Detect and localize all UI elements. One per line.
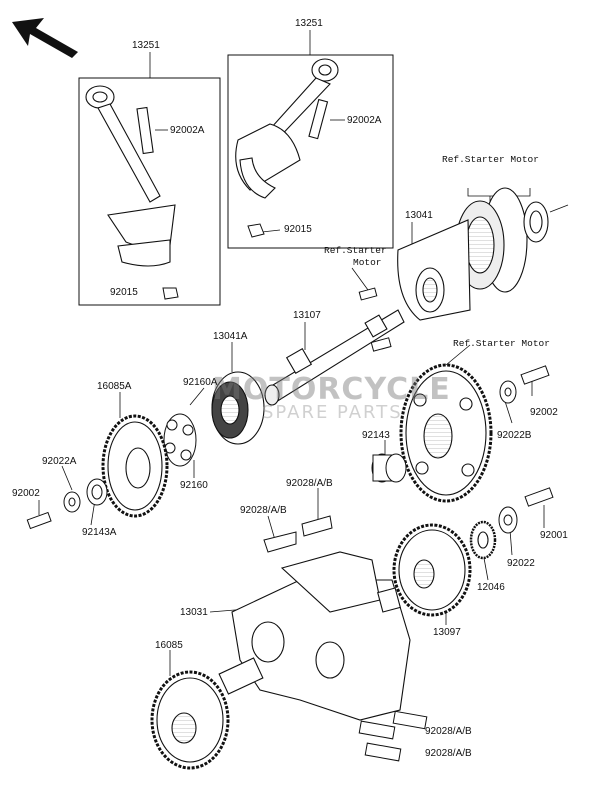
label-92028-bot1: 92028/A/B — [425, 726, 472, 737]
label-92028-mid: 92028/A/B — [240, 505, 287, 516]
label-92022A: 92022A — [42, 456, 77, 467]
label-92022B: 92022B — [497, 430, 532, 441]
label-16085: 16085 — [155, 640, 183, 651]
conrod-right — [235, 58, 339, 199]
bearing-shells — [263, 515, 428, 762]
right-hardware — [498, 365, 554, 534]
starter-bolts — [358, 287, 392, 352]
gear-16085 — [150, 670, 230, 770]
label-92160: 92160 — [180, 480, 208, 491]
label-92143: 92143 — [362, 430, 390, 441]
label-13031: 13031 — [180, 607, 208, 618]
crankshaft-13031 — [218, 551, 411, 721]
gear-12046 — [469, 520, 497, 560]
watermark-line1: MOTORCYCLE — [212, 372, 451, 407]
label-92002A-right: 92002A — [347, 115, 382, 126]
label-12046: 12046 — [477, 582, 505, 593]
label-ref-starter-motor-top: Ref.Starter Motor — [442, 154, 539, 165]
starter-gear — [399, 363, 493, 503]
label-13251-right: 13251 — [295, 18, 323, 29]
bushing-92143 — [371, 453, 407, 483]
label-92160A: 92160A — [183, 377, 218, 388]
label-92028-top: 92028/A/B — [286, 478, 333, 489]
watermark-line2: SPARE PARTS — [262, 402, 403, 423]
label-92002-right: 92002 — [530, 407, 558, 418]
label-13041A: 13041A — [213, 331, 248, 342]
label-ref-starter: Ref.Starter — [324, 245, 387, 256]
left-hardware — [26, 478, 108, 530]
label-92002-left: 92002 — [12, 488, 40, 499]
shaft-13107 — [264, 309, 405, 406]
label-92015-right: 92015 — [284, 224, 312, 235]
label-92022: 92022 — [507, 558, 535, 569]
starter-clutch-13041 — [397, 187, 549, 321]
label-13251-left: 13251 — [132, 40, 160, 51]
conrod-left — [85, 85, 176, 267]
gear-13097 — [392, 523, 472, 617]
conrod-box-right — [227, 54, 394, 249]
label-92143A: 92143A — [82, 527, 117, 538]
front-arrow-icon — [12, 18, 78, 58]
label-92015-left: 92015 — [110, 287, 138, 298]
label-13097: 13097 — [433, 627, 461, 638]
label-ref-starter-motor-mid: Ref.Starter Motor — [453, 338, 550, 349]
conrod-box-left — [78, 77, 221, 306]
damper-92160 — [163, 413, 197, 467]
label-ref-motor: Motor — [353, 257, 382, 268]
label-92028-bot2: 92028/A/B — [425, 748, 472, 759]
label-92001: 92001 — [540, 530, 568, 541]
label-13107: 13107 — [293, 310, 321, 321]
label-92002A-left: 92002A — [170, 125, 205, 136]
gear-16085A — [101, 414, 169, 518]
clutch-13041A — [211, 371, 265, 445]
label-13041: 13041 — [405, 210, 433, 221]
label-16085A: 16085A — [97, 381, 132, 392]
